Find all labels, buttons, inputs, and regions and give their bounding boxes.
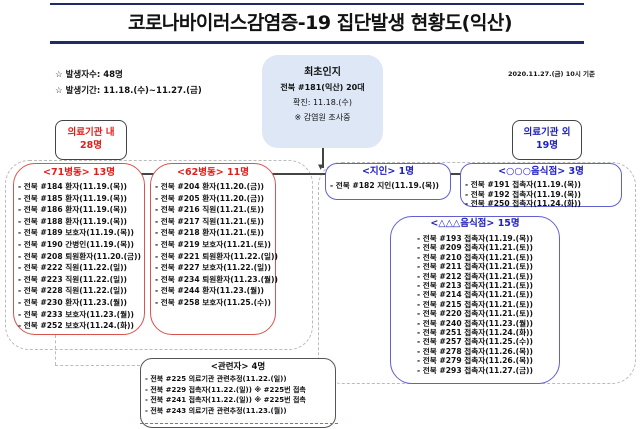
title-rule-top xyxy=(50,3,584,5)
case-item: - 전북 #215 접촉자(11.21.(토)) xyxy=(417,299,534,309)
origin-box: 최초인지 전북 #181(익산) 20대 확진: 11.18.(수) ※ 감염원… xyxy=(262,55,383,148)
case-item: - 전북 #243 의료기관 관련추정(11.23.(월)) xyxy=(145,406,287,415)
case-item: - 전북 #258 보호자(11.25.(수)) xyxy=(155,297,272,307)
case-item: - 전북 #228 직원(11.22.(일)) xyxy=(18,286,128,296)
ward71-title: <71병동> 13명 xyxy=(43,167,115,178)
inside-region xyxy=(5,160,313,350)
case-item: - 전북 #210 접촉자(11.21.(토)) xyxy=(417,252,534,262)
inside-count: 28명 xyxy=(80,140,102,151)
acquaint-group: <지인> 1명 - 전북 #182 지인(11.19.(목)) xyxy=(325,163,451,200)
outside-count: 19명 xyxy=(536,140,558,151)
case-item: - 전북 #223 직원(11.22.(일)) xyxy=(18,274,128,284)
case-item: - 전북 #185 환자(11.19.(목)) xyxy=(18,193,128,203)
case-item: - 전북 #193 접촉자(11.19.(목)) xyxy=(417,234,534,243)
case-item: - 전북 #233 보호자(11.23.(월)) xyxy=(18,309,135,319)
restaurant1-title: <○○○음식점> 3명 xyxy=(498,166,584,177)
case-item: - 전북 #234 퇴원환자(11.23.(월)) xyxy=(155,274,278,284)
case-item: - 전북 #227 보호자(11.22.(일)) xyxy=(155,263,272,273)
case-item: - 전북 #188 환자(11.19.(목)) xyxy=(18,216,128,226)
dashed-divider xyxy=(140,423,338,424)
connector xyxy=(55,335,56,365)
case-item: - 전북 #278 접촉자(11.26.(목)) xyxy=(417,346,534,356)
case-item: - 전북 #208 퇴원환자(11.20.(금)) xyxy=(18,251,141,261)
case-item: - 전북 #230 환자(11.23.(월)) xyxy=(18,297,128,307)
case-item: - 전북 #189 보호자(11.19.(목)) xyxy=(18,228,135,238)
origin-confirmed: 확진: 11.18.(수) xyxy=(292,98,352,107)
case-item: - 전북 #191 접촉자(11.19.(목)) xyxy=(465,180,582,189)
case-period: ☆ 발생기간: 11.18.(수)~11.27.(금) xyxy=(55,86,202,96)
case-item: - 전북 #219 보호자(11.21.(토)) xyxy=(155,239,272,249)
case-item: - 전북 #252 보호자(11.24.(화)) xyxy=(18,321,135,331)
ward71-group: <71병동> 13명 - 전북 #184 환자(11.19.(목)) - 전북 #… xyxy=(13,163,145,335)
case-item: - 전북 #221 퇴원환자(11.22.(일)) xyxy=(155,251,278,261)
case-item: - 전북 #220 접촉자(11.21.(토)) xyxy=(417,309,534,319)
case-item: - 전북 #214 접촉자(11.21.(토)) xyxy=(417,290,534,300)
ward62-title: <62병동> 11명 xyxy=(177,167,249,178)
case-item: - 전북 #257 접촉자(11.25.(수)) xyxy=(417,337,534,347)
related-group: <관련자> 4명 - 전북 #225 의료기관 관련추정(11.22.(일)) -… xyxy=(140,358,336,428)
arrow-down-icon: ▼ xyxy=(318,163,324,171)
case-item: - 전북 #192 접촉자(11.19.(목)) xyxy=(465,189,582,199)
inside-medical-tag: 의료기관 내 28명 xyxy=(55,120,127,160)
origin-title: 최초인지 xyxy=(304,67,341,78)
case-item: - 전북 #213 접촉자(11.21.(토)) xyxy=(417,281,534,291)
case-item: - 전북 #240 접촉자(11.23.(월)) xyxy=(417,318,534,328)
outside-label: 의료기관 외 xyxy=(523,127,571,138)
case-item: - 전북 #204 환자(11.20.(금)) xyxy=(155,182,265,191)
as-of-date: 2020.11.27.(금) 10시 기준 xyxy=(508,70,596,78)
origin-case: 전북 #181(익산) 20대 xyxy=(280,83,365,92)
title-rule-bottom xyxy=(50,41,584,44)
case-item: - 전북 #184 환자(11.19.(목)) xyxy=(18,182,128,191)
case-item: - 전북 #279 접촉자(11.26.(목)) xyxy=(417,356,534,366)
case-item: - 전북 #186 환자(11.19.(목)) xyxy=(18,205,128,215)
inside-label: 의료기관 내 xyxy=(67,127,115,138)
case-item: - 전북 #229 접촉자(11.22.(일)) ※ #225번 접촉 xyxy=(145,385,306,394)
case-item: - 전북 #244 환자(11.23.(월)) xyxy=(155,286,265,296)
case-item: - 전북 #241 접촉자(11.22.(일)) ※ #225번 접촉 xyxy=(145,396,306,404)
case-item: - 전북 #225 의료기관 관련추정(11.22.(일)) xyxy=(145,375,287,383)
restaurant2-title: <△△△음식점> 15명 xyxy=(430,218,520,229)
case-item: - 전북 #293 접촉자(11.27.(금)) xyxy=(417,365,534,375)
case-count: ☆ 발생자수: 48명 xyxy=(55,70,123,80)
case-item: - 전북 #251 접촉자(11.24.(화)) xyxy=(417,328,534,338)
case-item: - 전북 #218 환자(11.21.(토)) xyxy=(155,228,265,238)
case-item: - 전북 #250 접촉자(11.24.(화)) xyxy=(465,199,582,208)
case-item: - 전북 #209 접촉자(11.21.(토)) xyxy=(417,243,534,253)
origin-note: ※ 감염원 조사중 xyxy=(294,113,351,122)
restaurant2-group: <△△△음식점> 15명 - 전북 #193 접촉자(11.19.(목))- 전… xyxy=(390,216,560,384)
outside-medical-tag: 의료기관 외 19명 xyxy=(512,120,582,160)
case-item: - 전북 #217 직원(11.21.(토)) xyxy=(155,216,265,226)
case-item: - 전북 #205 환자(11.20.(금)) xyxy=(155,193,265,203)
connector xyxy=(322,148,324,168)
page-title: 코로나바이러스감염증-19 집단발생 현황도(익산) xyxy=(127,12,513,34)
restaurant1-group: <○○○음식점> 3명 - 전북 #191 접촉자(11.19.(목))- 전북… xyxy=(460,163,622,208)
case-item: - 전북 #212 접촉자(11.21.(토)) xyxy=(417,271,534,281)
branch-line xyxy=(137,173,501,175)
connector xyxy=(55,365,140,366)
case-item: - 전북 #211 접촉자(11.21.(토)) xyxy=(417,262,534,272)
case-item: - 전북 #222 직원(11.22.(일)) xyxy=(18,263,128,273)
acquaint-title: <지인> 1명 xyxy=(361,166,415,177)
ward62-group: <62병동> 11명 - 전북 #204 환자(11.20.(금)) - 전북 #… xyxy=(150,163,278,335)
related-title: <관련자> 4명 xyxy=(210,362,266,372)
case-item: - 전북 #182 지인(11.19.(목)) xyxy=(330,181,440,190)
case-item: - 전북 #190 간병인(11.19.(목)) xyxy=(18,239,135,249)
case-item: - 전북 #216 직원(11.21.(토)) xyxy=(155,205,265,215)
